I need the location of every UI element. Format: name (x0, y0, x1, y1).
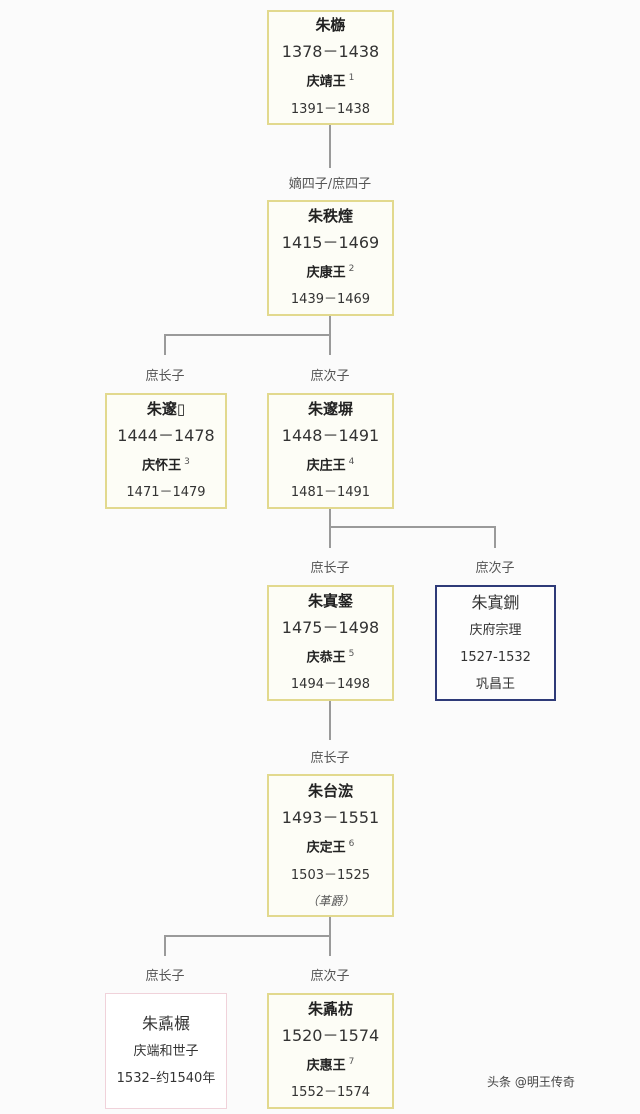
title-text: 庆恭王 (306, 650, 346, 666)
relation-label: 庶次子 (310, 969, 350, 984)
relation-label: 庶长子 (145, 369, 185, 384)
title-text: 庆靖王 (306, 74, 346, 90)
watermark: 头条 @明王传奇 (487, 1075, 575, 1089)
person-node-8: 朱鼒榐 庆端和世子 1532–约1540年 (105, 993, 227, 1109)
person-name: 朱㮵 (315, 16, 346, 35)
lifespan: 1444－1478 (117, 425, 215, 445)
connector (165, 935, 331, 937)
person-name: 朱鼒枋 (307, 999, 353, 1018)
footnote-number: 4 (348, 456, 355, 467)
relation-label: 嫡四子/庶四子 (288, 177, 372, 192)
person-name: 朱寘鉶 (471, 592, 520, 612)
title-text: 庆庄王 (306, 458, 346, 474)
connector (329, 526, 495, 528)
connector (164, 334, 166, 355)
person-rank: 庆府宗理 (469, 622, 522, 638)
lifespan: 1493－1551 (281, 808, 380, 828)
person-node-6: 朱寘鉶 庆府宗理 1527-1532 巩昌王 (435, 585, 556, 701)
lifespan: 1520－1574 (281, 1025, 380, 1045)
connector (494, 526, 496, 548)
reign-years: 1503－1525 (290, 867, 371, 883)
title-text: 庆怀王 (142, 458, 182, 474)
relation-label: 庶次子 (475, 561, 515, 576)
person-title: 巩昌王 (475, 676, 515, 692)
connector (165, 334, 331, 336)
person-name: 朱邃塀 (307, 399, 353, 418)
connector (329, 508, 331, 548)
lifespan: 1378－1438 (281, 42, 380, 62)
status-note: （革爵） (306, 893, 355, 908)
relation-label: 庶长子 (145, 969, 185, 984)
reign-years: 1494－1498 (290, 677, 371, 693)
footnote-number: 7 (348, 1056, 355, 1067)
title-text: 庆惠王 (306, 1058, 346, 1074)
person-name: 朱秩煃 (307, 206, 353, 225)
footnote-number: 6 (348, 839, 355, 850)
person-title: 庆端和世子 (133, 1044, 199, 1059)
reign-years: 1552－1574 (290, 1085, 371, 1101)
years: 1527-1532 (460, 649, 531, 665)
footnote-number: 2 (348, 263, 355, 274)
person-name: 朱台浤 (307, 782, 353, 801)
person-name: 朱鼒榐 (141, 1014, 190, 1033)
years: 1532–约1540年 (116, 1071, 216, 1086)
lifespan: 1475－1498 (281, 617, 380, 637)
reign-years: 1481－1491 (290, 485, 371, 501)
reign-years: 1391－1438 (290, 101, 371, 117)
person-name: 朱寘錖 (307, 591, 353, 610)
connector (329, 124, 331, 168)
connector (164, 935, 166, 956)
lifespan: 1415－1469 (281, 232, 380, 252)
footnote-number: 1 (348, 73, 355, 84)
footnote-number: 5 (348, 648, 355, 659)
relation-label: 庶长子 (310, 751, 350, 766)
reign-years: 1471－1479 (126, 485, 206, 501)
connector (329, 700, 331, 740)
lifespan: 1448－1491 (281, 425, 380, 445)
footnote-number: 3 (184, 456, 190, 467)
relation-label: 庶次子 (310, 369, 350, 384)
person-name: 朱邃▯ (146, 399, 186, 418)
title-text: 庆康王 (306, 265, 346, 281)
reign-years: 1439－1469 (290, 292, 371, 308)
relation-label: 庶长子 (310, 561, 350, 576)
title-text: 庆定王 (306, 840, 346, 856)
